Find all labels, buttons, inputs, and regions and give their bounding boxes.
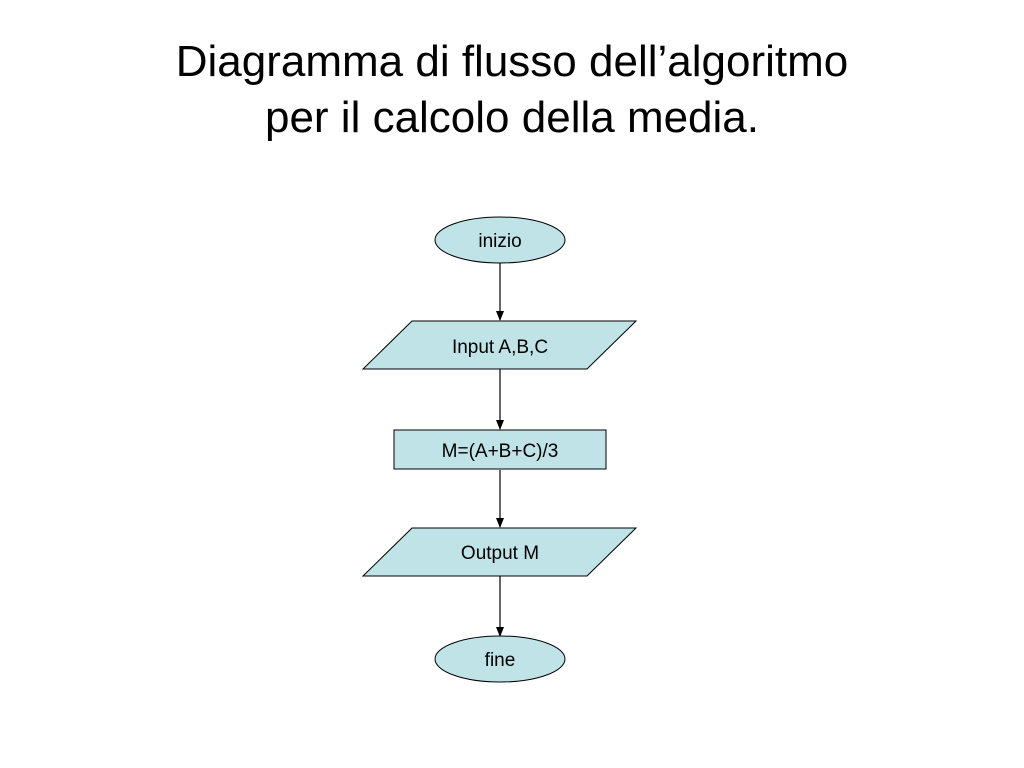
title-line-2: per il calcolo della media. — [264, 93, 760, 142]
end-label: fine — [485, 650, 516, 671]
output-parallelogram — [361, 527, 638, 577]
end-oval — [434, 635, 566, 683]
process-rectangle — [393, 429, 607, 470]
start-label: inizio — [478, 231, 521, 252]
node-process: M=(A+B+C)/3 — [393, 429, 607, 470]
input-label: Input A,B,C — [452, 337, 548, 358]
node-input: Input A,B,C — [361, 320, 638, 370]
title-line-1: Diagramma di flusso dell’algoritmo — [175, 37, 849, 86]
start-oval — [434, 216, 566, 264]
node-start: inizio — [434, 216, 566, 264]
output-label: Output M — [461, 543, 539, 564]
input-parallelogram — [361, 320, 638, 370]
slide-title: Diagramma di flusso dell’algoritmo per i… — [0, 34, 1024, 146]
node-end: fine — [434, 635, 566, 683]
node-output: Output M — [361, 527, 638, 577]
process-label: M=(A+B+C)/3 — [442, 441, 559, 462]
